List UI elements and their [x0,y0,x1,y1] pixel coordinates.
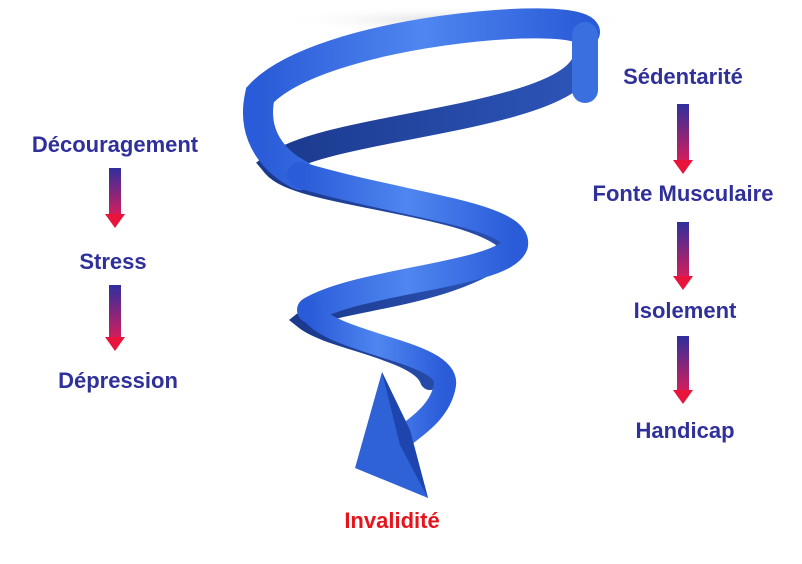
spiral-arrowhead [355,372,428,498]
left-chain-arrow-2 [105,285,125,351]
right-chain-arrow-3 [673,336,693,404]
spiral-front-top [243,8,600,190]
right-chain-item-1: Sédentarité [623,64,743,89]
spiral-front-middle [287,162,528,323]
left-chain-item-2: Stress [79,249,147,274]
right-chain-item-2: Fonte Musculaire [592,181,774,206]
left-chain-item-3: Dépression [58,368,178,393]
left-chain-item-1: Découragement [31,132,199,157]
right-chain-arrow-1 [673,104,693,174]
outcome-label: Invalidité [344,508,440,533]
right-chain-item-3: Isolement [633,298,737,323]
left-chain-arrow-1 [105,168,125,228]
spiral-front-lower [299,299,456,451]
right-chain-item-4: Handicap [635,418,735,443]
right-chain-arrow-2 [673,222,693,290]
spiral-arrowhead-shade [382,372,428,498]
